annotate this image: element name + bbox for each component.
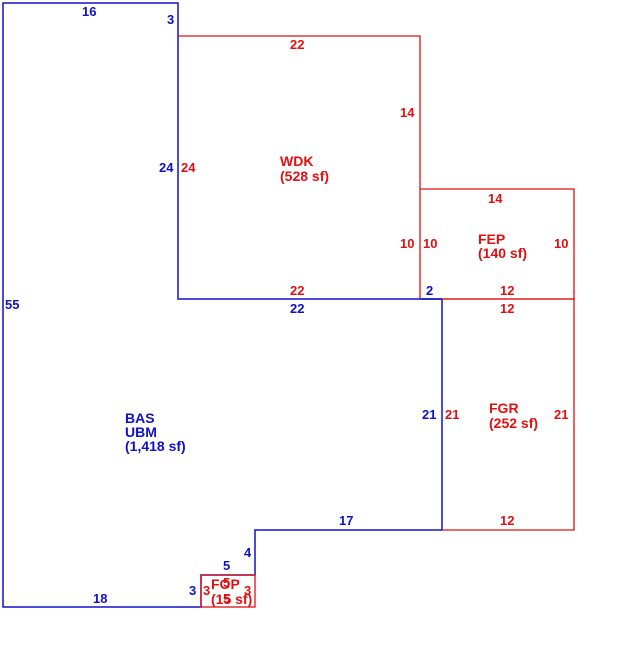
fgr-area: (252 sf) [489,415,538,431]
fop-dim-top: 5 [223,575,230,590]
wdk-code: WDK [280,153,313,169]
fop-code: FOP [211,576,240,592]
fep-dim-left-outer: 10 [400,236,414,251]
bas-dim-top-step: 3 [167,12,174,27]
fep-dim-left: 10 [423,236,437,251]
wdk-outline [178,35,421,299]
fep-dim-top: 14 [488,191,503,206]
fop-dim-right: 3 [244,583,251,598]
fep-dim-right: 10 [554,236,568,251]
bas-dim-notch-top: 5 [223,558,230,573]
fgr-dim-right: 21 [554,407,568,422]
wdk-dim-left: 24 [181,160,196,175]
fep-dim-bottom: 12 [500,283,514,298]
ubm-code: UBM [125,424,157,440]
wdk-dim-bottom: 22 [290,283,304,298]
fop-dim-left: 3 [203,583,210,598]
fgr-dim-left: 21 [445,407,459,422]
bas-dim-top: 16 [82,4,96,19]
bas-dim-wdk-bottom: 22 [290,301,304,316]
bas-dim-bottom-right: 17 [339,513,353,528]
bas-dim-notch-right: 4 [244,545,252,560]
bas-outline [2,2,443,608]
bas-code: BAS [125,410,155,426]
fgr-outline [442,298,575,531]
wdk-dim-right: 14 [400,105,415,120]
fep-code: FEP [478,231,505,247]
bas-dim-bottom: 18 [93,591,107,606]
wdk-dim-top: 22 [290,37,304,52]
bas-dim-wdk-side: 24 [159,160,174,175]
bas-area: (1,418 sf) [125,438,186,454]
fop-dim-bottom: 5 [223,591,230,606]
bas-dim-notch-left: 3 [189,583,196,598]
bas-dim-fgr-side: 21 [422,407,436,422]
bas-dim-step-right: 2 [426,283,433,298]
fgr-dim-top: 12 [500,301,514,316]
fop-outline [200,574,256,608]
fgr-code: FGR [489,400,519,416]
fgr-dim-bottom: 12 [500,513,514,528]
bas-dim-left: 55 [5,297,19,312]
wdk-area: (528 sf) [280,168,329,184]
fop-area: (15 sf) [211,591,252,607]
fep-area: (140 sf) [478,245,527,261]
